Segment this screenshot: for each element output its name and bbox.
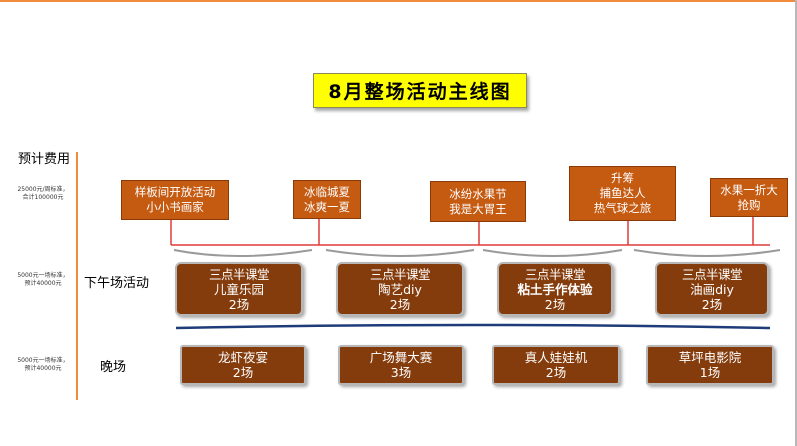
afternoon-2-name: 陶艺diy: [378, 281, 422, 297]
top-border: [0, 0, 797, 2]
milestone-box-4: 升筹 捕鱼达人 热气球之旅: [569, 166, 676, 221]
evening-4-name: 草坪电影院: [678, 350, 742, 365]
evening-1-name: 龙虾夜宴: [217, 350, 268, 365]
cost-note-milestones: 25000元/周标准， 合计100000元: [10, 186, 76, 202]
bracket-curve-3: [482, 249, 623, 257]
afternoon-2-count: 2场: [389, 296, 411, 312]
milestone-5-line1: 水果一折大: [720, 182, 778, 197]
evening-activity-2: 广场舞大赛 3场: [338, 345, 464, 385]
afternoon-activity-4: 三点半课堂 油画diy 2场: [655, 262, 769, 316]
bracket-curve-4: [633, 249, 781, 257]
milestone-4-line2: 捕鱼达人: [599, 186, 646, 200]
evening-1-count: 2场: [232, 365, 254, 380]
milestone-1-line1: 样板间开放活动: [134, 185, 216, 199]
milestone-2-line2: 冰爽一夏: [304, 199, 350, 214]
evening-2-count: 3场: [390, 365, 412, 380]
milestone-5-line2: 抢购: [737, 197, 761, 212]
afternoon-1-count: 2场: [228, 296, 250, 312]
budget-label: 预计费用: [18, 152, 71, 167]
afternoon-activity-1: 三点半课堂 儿童乐园 2场: [175, 262, 303, 316]
afternoon-3-count: 2场: [544, 296, 566, 312]
milestone-box-3: 冰纷水果节 我是大胃王: [430, 181, 526, 222]
afternoon-activity-3: 三点半课堂 粘土手作体验 2场: [497, 262, 613, 316]
evening-activity-1: 龙虾夜宴 2场: [180, 345, 306, 385]
cost-note-afternoon-text: 5000元一场标准， 预计40000元: [17, 272, 69, 287]
afternoon-4-header: 三点半课堂: [681, 266, 743, 282]
milestone-4-line1: 升筹: [611, 171, 634, 185]
divider-curve: [175, 323, 771, 330]
afternoon-3-header: 三点半课堂: [524, 266, 586, 282]
afternoon-activity-2: 三点半课堂 陶艺diy 2场: [336, 262, 464, 316]
evening-4-count: 1场: [699, 365, 721, 380]
afternoon-3-name: 粘土手作体验: [517, 281, 593, 297]
milestone-2-line1: 冰临城夏: [304, 184, 350, 199]
milestone-4-line3: 热气球之旅: [593, 201, 652, 215]
page-title: 8月整场活动主线图: [313, 73, 527, 108]
milestone-1-line2: 小小书画家: [146, 200, 204, 214]
cost-note-milestones-text: 25000元/周标准， 合计100000元: [17, 186, 69, 201]
evening-activity-4: 草坪电影院 1场: [646, 345, 774, 385]
milestone-box-1: 样板间开放活动 小小书画家: [121, 180, 229, 220]
cost-note-evening-text: 5000元一场标准， 预计40000元: [17, 357, 69, 372]
afternoon-1-name: 儿童乐园: [213, 281, 264, 297]
bracket-curve-2: [325, 249, 475, 257]
milestone-3-line2: 我是大胃王: [449, 201, 507, 216]
cost-note-afternoon: 5000元一场标准， 预计40000元: [10, 272, 76, 288]
milestone-box-5: 水果一折大 抢购: [710, 178, 788, 217]
right-border: [795, 0, 797, 446]
afternoon-4-name: 油画diy: [690, 281, 734, 297]
milestone-3-line1: 冰纷水果节: [449, 186, 507, 201]
afternoon-4-count: 2场: [701, 296, 723, 312]
bracket-curve-1: [173, 249, 313, 257]
evening-3-name: 真人娃娃机: [524, 350, 588, 365]
afternoon-2-header: 三点半课堂: [369, 266, 431, 282]
evening-3-count: 2场: [545, 365, 567, 380]
cost-note-evening: 5000元一场标准， 预计40000元: [10, 357, 76, 373]
evening-2-name: 广场舞大赛: [369, 350, 433, 365]
row-label-afternoon: 下午场活动: [84, 276, 150, 291]
row-label-evening: 晚场: [100, 360, 127, 375]
budget-axis: [76, 152, 78, 400]
milestone-box-2: 冰临城夏 冰爽一夏: [293, 180, 361, 219]
evening-activity-3: 真人娃娃机 2场: [492, 345, 620, 385]
afternoon-1-header: 三点半课堂: [208, 266, 270, 282]
